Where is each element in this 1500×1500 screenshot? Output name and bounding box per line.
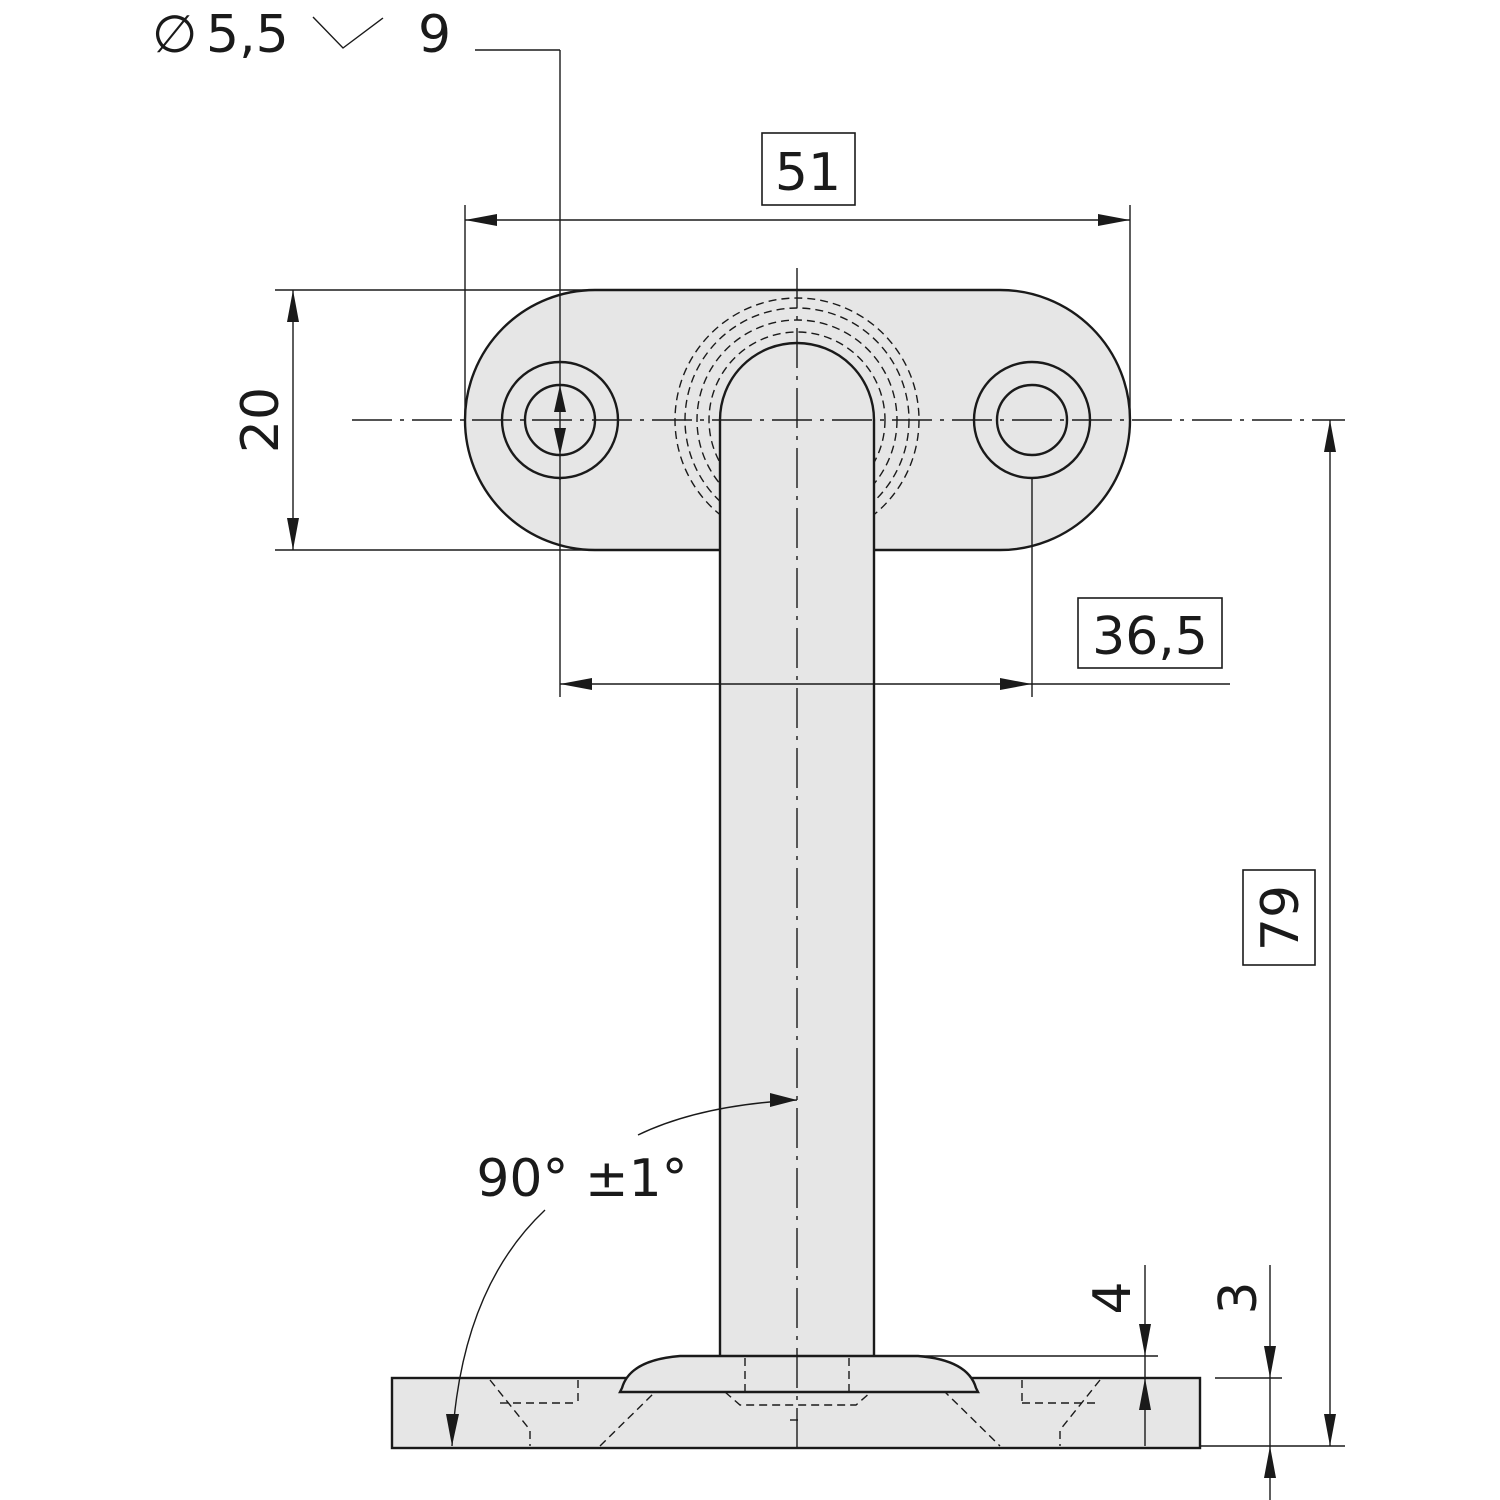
dim-overall-width: 51	[464, 132, 1131, 420]
overall-length-label: 79	[1251, 885, 1311, 951]
plate-height-label: 20	[231, 387, 291, 453]
countersink-symbol	[312, 16, 384, 49]
dim-base-thickness: 3	[1209, 1265, 1282, 1500]
hole-diameter-symbol: ∅	[152, 5, 197, 65]
countersink-label: 9	[418, 5, 451, 65]
dim-plate-height: 20	[231, 289, 595, 551]
base-hidden-countersink	[599, 1391, 1001, 1447]
base-thickness-label: 3	[1209, 1281, 1269, 1314]
dim-angle: 90° ±1°	[446, 1093, 798, 1447]
angle-label: 90° ±1°	[476, 1149, 687, 1209]
shaft-body	[718, 341, 876, 1360]
flange-height-label: 4	[1083, 1281, 1143, 1314]
shaft	[718, 341, 876, 1360]
base-flange	[618, 1354, 980, 1394]
overall-width-label: 51	[775, 143, 841, 203]
hole-diameter-label: 5,5	[206, 5, 289, 65]
right-hole	[995, 383, 1069, 457]
dim-hole-spec: ∅ 5,5 9	[152, 5, 566, 480]
boss-hidden-core	[708, 331, 886, 509]
dim-overall-length: 79	[1200, 420, 1345, 1447]
base	[390, 1354, 1202, 1450]
hole-spacing-label: 36,5	[1092, 607, 1208, 667]
dim-hole-spacing: 36,5	[559, 478, 1230, 697]
dim-flange-height: 4	[918, 1265, 1200, 1446]
